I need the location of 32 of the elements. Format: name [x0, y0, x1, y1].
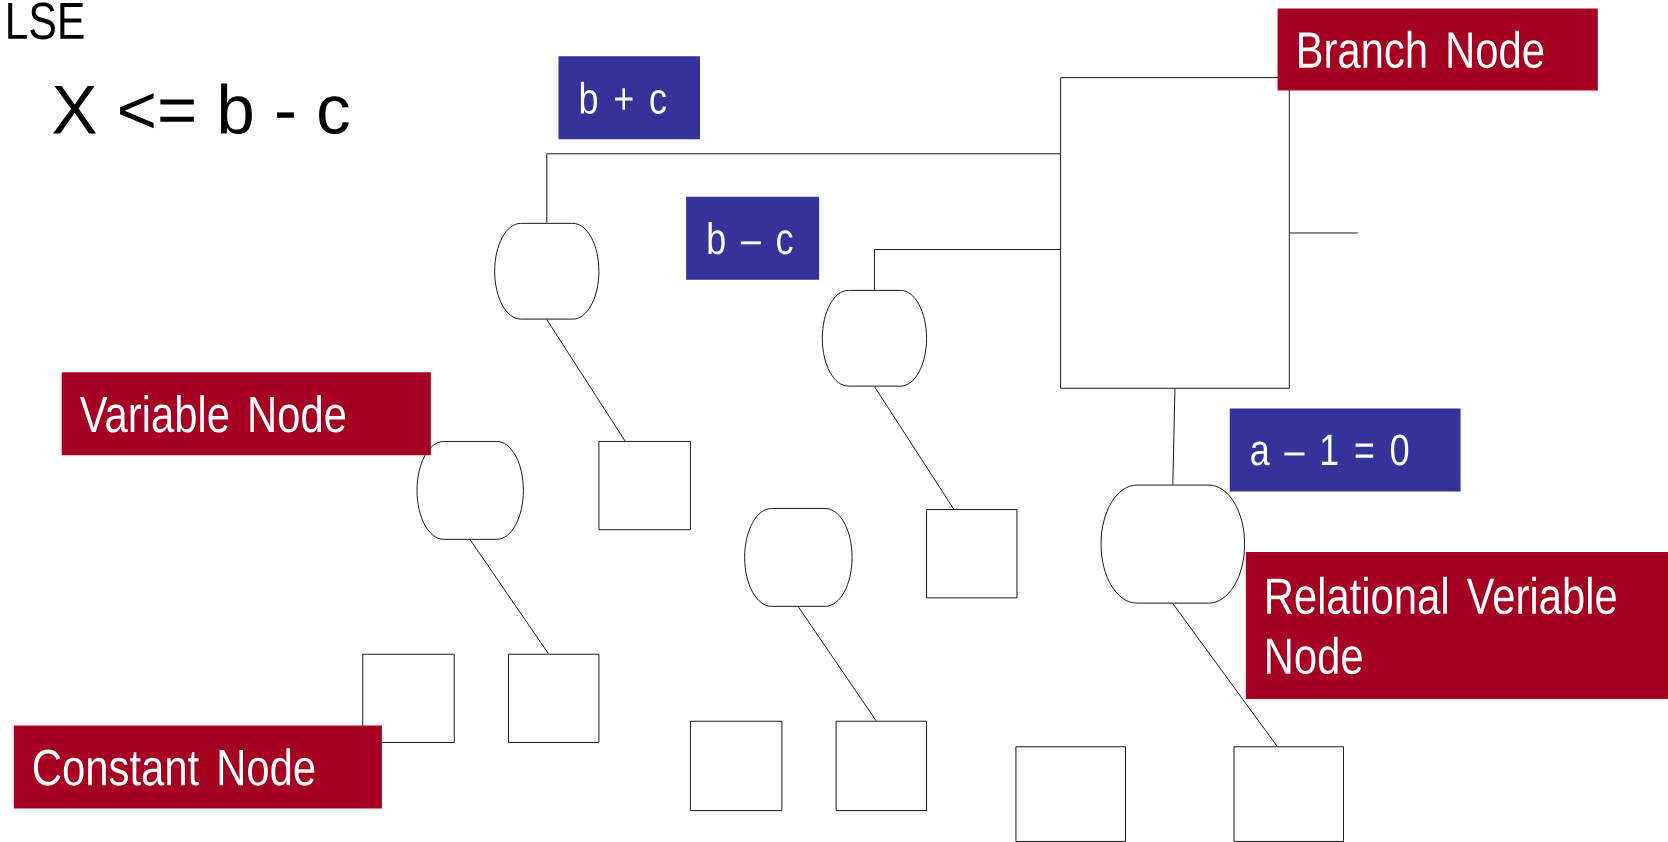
connector-line [873, 249, 1061, 291]
connector-line [546, 319, 626, 442]
statement-text: X <= b - c [53, 83, 349, 135]
tag-label: Variable Node [61, 372, 431, 456]
capsule-shape [821, 289, 927, 387]
connector-line [1289, 232, 1359, 234]
connector-line [1172, 388, 1176, 486]
tag-label: Branch Node [1277, 8, 1598, 91]
connector-line [873, 386, 955, 510]
capsule-shape [744, 508, 853, 607]
connector-line [469, 539, 549, 655]
tag-label: Relational Veriable Node [1245, 552, 1668, 699]
tag-label: Constant Node [13, 725, 382, 809]
condition-label: a – 1 = 0 [1229, 408, 1461, 492]
condition-label: b – c [686, 196, 820, 280]
capsule-shape [1100, 484, 1246, 604]
connector-line [797, 606, 877, 722]
connector-line [546, 153, 1061, 224]
condition-label: b + c [558, 56, 700, 140]
square-box [1015, 746, 1126, 842]
square-box [362, 653, 455, 743]
square-box [835, 720, 927, 812]
connector-line [1172, 603, 1278, 747]
square-box [689, 720, 783, 812]
statement-text: LSE [8, 2, 84, 40]
square-box [598, 441, 691, 531]
square-box [926, 509, 1018, 599]
capsule-shape [416, 441, 524, 540]
square-box [1233, 746, 1344, 842]
square-box [508, 653, 600, 743]
capsule-shape [494, 222, 600, 320]
rectangle-box [1060, 77, 1290, 389]
